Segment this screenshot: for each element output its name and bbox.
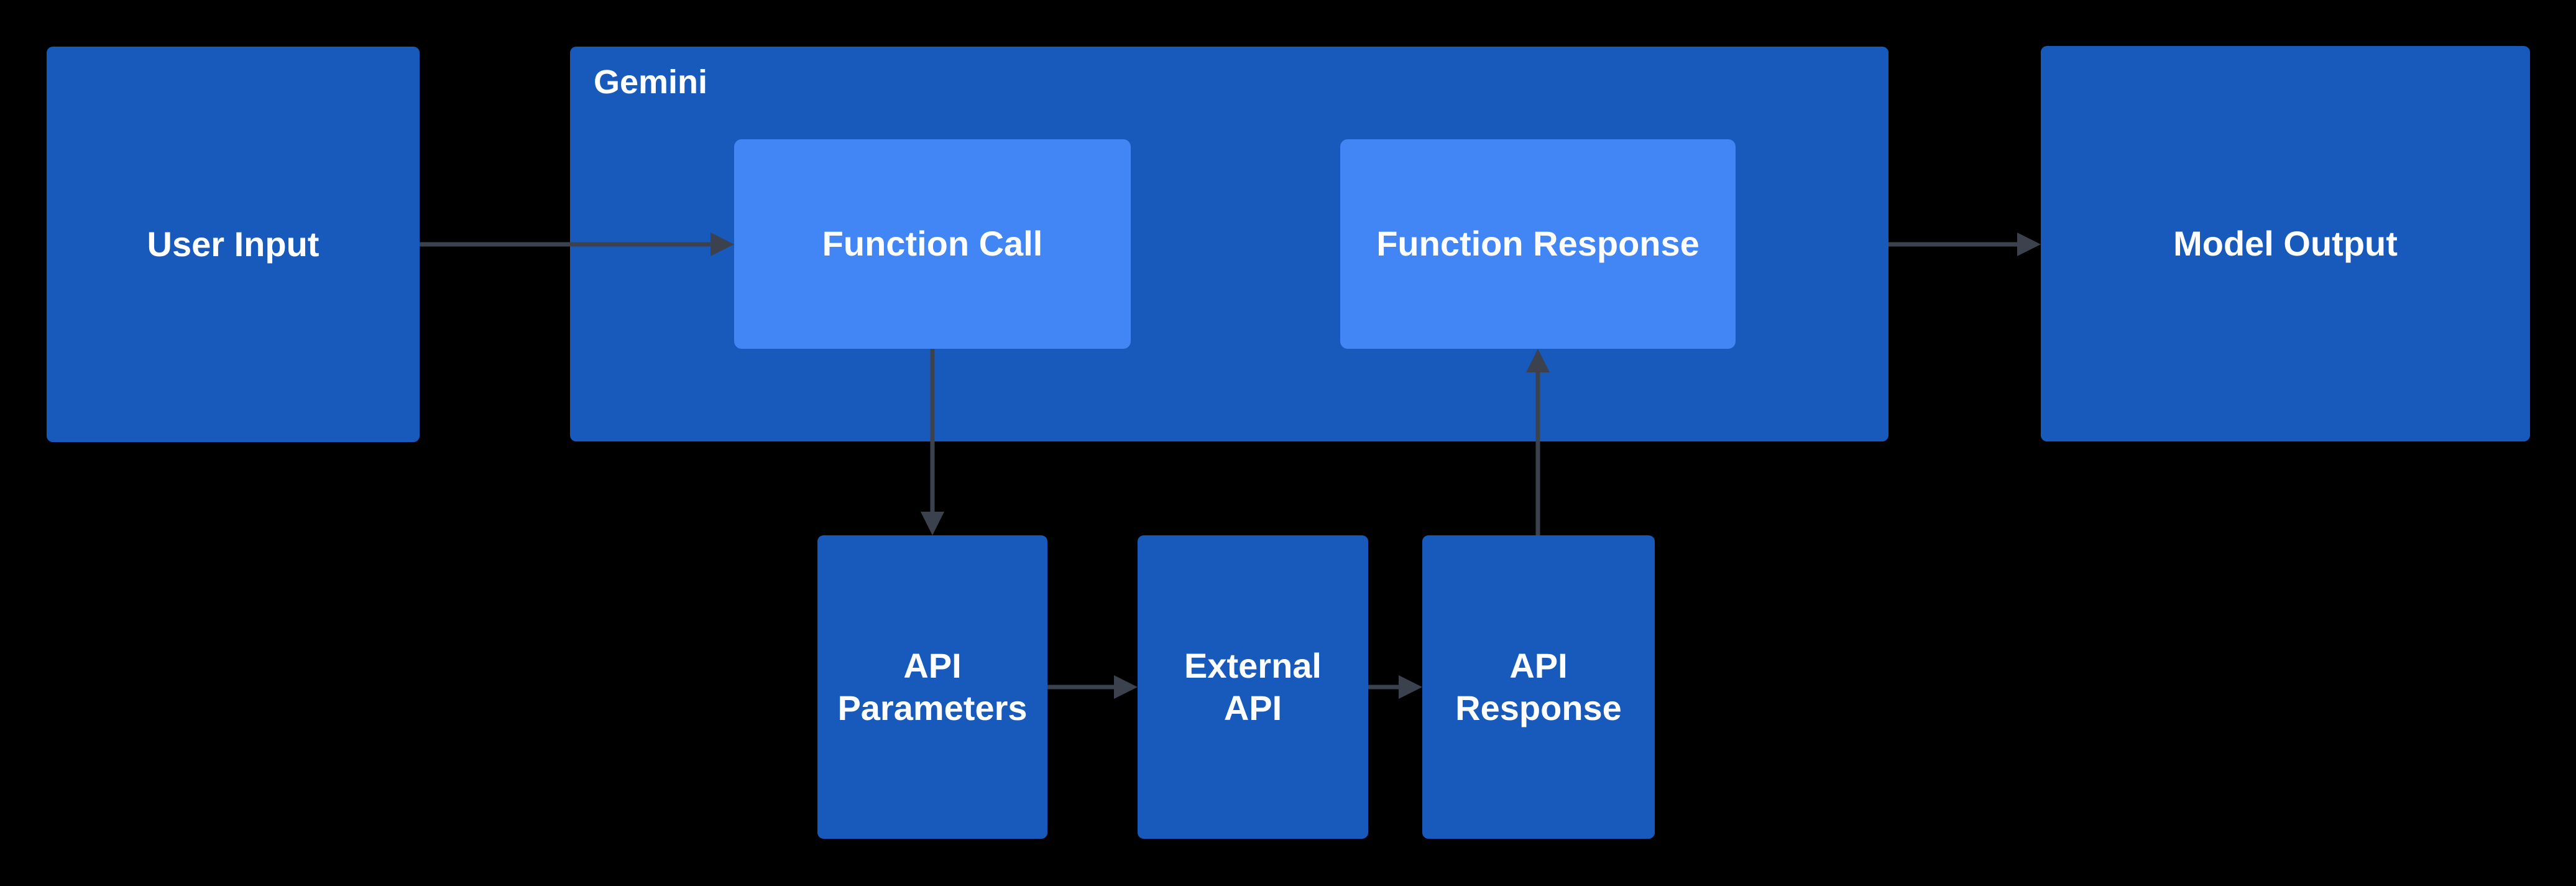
- group-gemini-label: Gemini: [594, 63, 708, 101]
- node-function-response-label: Function Response: [1376, 224, 1700, 264]
- node-user-input-label: User Input: [147, 224, 320, 264]
- node-external-api: External API: [1138, 535, 1368, 839]
- group-gemini: Gemini Function Call Function Response: [570, 47, 1888, 441]
- node-external-api-label: External API: [1184, 645, 1322, 727]
- node-api-parameters: API Parameters: [817, 535, 1047, 839]
- node-function-call-label: Function Call: [822, 224, 1043, 264]
- node-user-input: User Input: [47, 47, 420, 442]
- node-model-output: Model Output: [2041, 46, 2530, 441]
- node-api-parameters-label: API Parameters: [837, 645, 1028, 727]
- arrow-external-api-to-api-response: [1368, 675, 1422, 699]
- node-api-response: API Response: [1422, 535, 1655, 839]
- node-model-output-label: Model Output: [2173, 223, 2398, 263]
- node-api-response-label: API Response: [1455, 645, 1622, 727]
- node-function-response: Function Response: [1340, 139, 1736, 349]
- arrow-gemini-to-model-output: [1888, 233, 2041, 256]
- node-function-call: Function Call: [734, 139, 1131, 349]
- arrow-api-parameters-to-external-api: [1047, 675, 1138, 699]
